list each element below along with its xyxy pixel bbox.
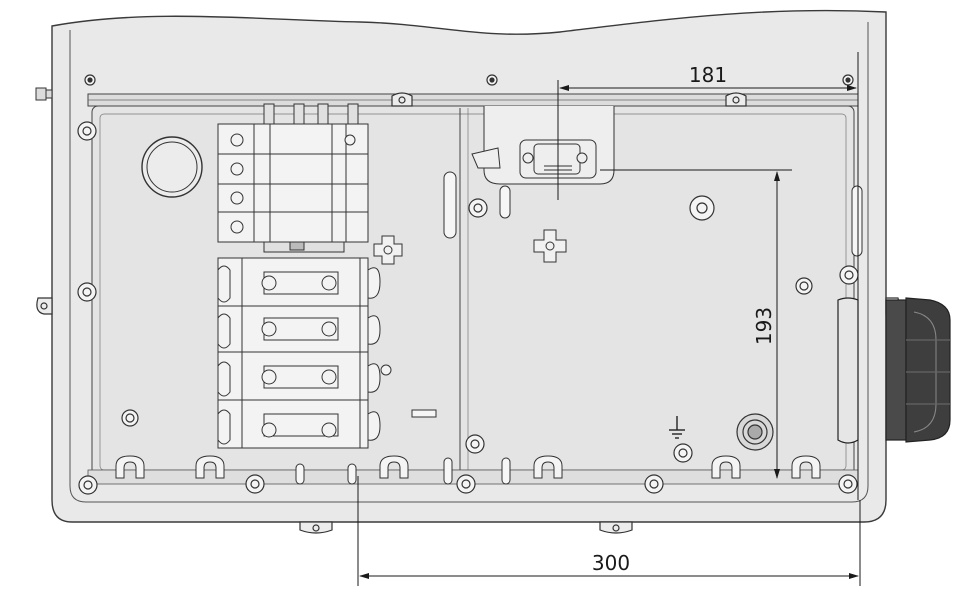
dimension-height xyxy=(600,169,792,479)
dimension-label-top-width: 181 xyxy=(689,63,727,87)
slots xyxy=(295,171,863,485)
circuit-breaker-block xyxy=(217,103,369,253)
cable-clips xyxy=(115,455,821,479)
dimension-top-width xyxy=(557,52,859,500)
dimension-label-height: 193 xyxy=(752,307,776,345)
cross-mounts xyxy=(373,229,567,265)
ground-symbol-icon xyxy=(669,416,685,439)
cable-entry-hole xyxy=(141,136,203,198)
latch-mechanism xyxy=(471,106,615,185)
cable-gland xyxy=(837,297,951,444)
dimension-label-bottom-width: 300 xyxy=(592,551,630,575)
terminal-block xyxy=(217,257,392,449)
dimension-bottom-width xyxy=(357,476,861,586)
enclosure-inner-rim xyxy=(69,22,869,503)
side-connector xyxy=(35,87,53,101)
pe-terminal-screw xyxy=(736,413,774,451)
